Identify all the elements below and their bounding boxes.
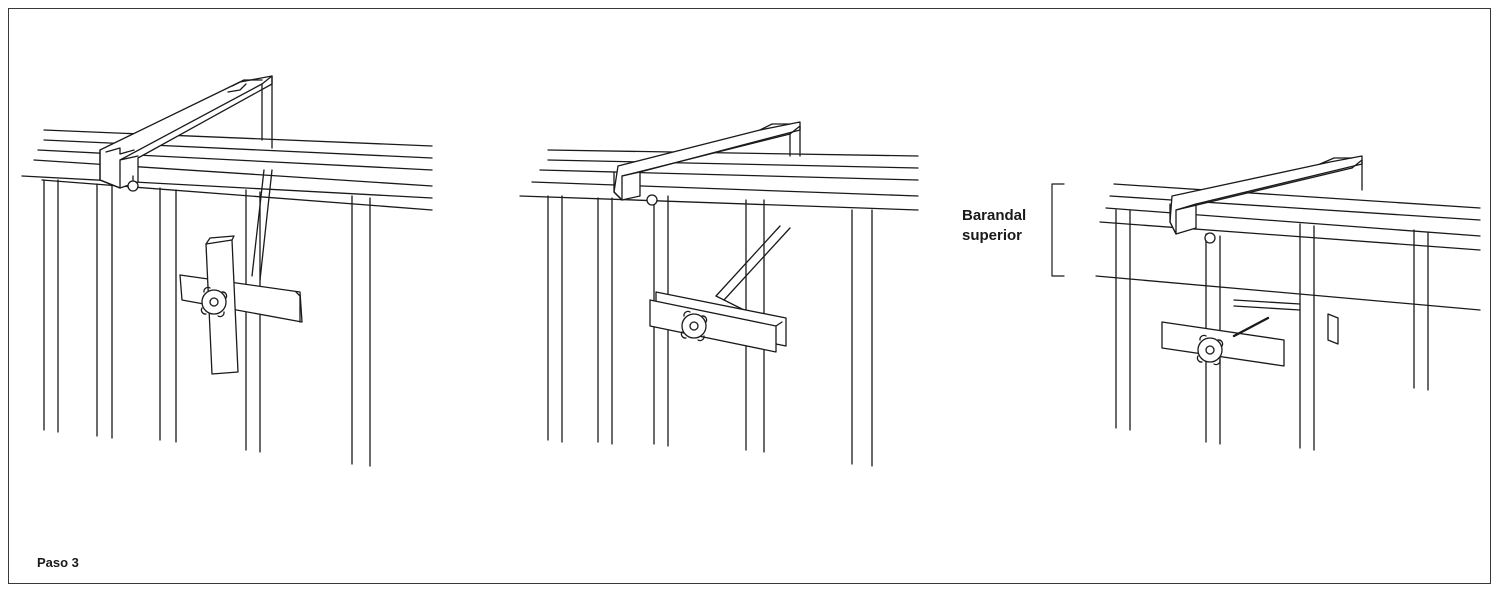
panel-2-top-rail bbox=[519, 149, 919, 211]
step-label: Paso 3 bbox=[37, 555, 79, 570]
panel-1-clamp bbox=[179, 235, 303, 375]
panel-1-balusters bbox=[43, 179, 371, 467]
panel-3-clamp bbox=[1161, 299, 1339, 367]
panel-3-bracket-arm bbox=[1169, 155, 1363, 244]
panel-2-bracket-arm bbox=[613, 121, 801, 311]
callout-line-2: superior bbox=[962, 227, 1023, 244]
panel-1-bracket-arm bbox=[99, 75, 273, 281]
panel-2-clamp bbox=[649, 291, 787, 353]
callout-line-1: Barandal bbox=[962, 207, 1027, 224]
panel-3-bracket-secured bbox=[1051, 155, 1481, 451]
callout-label-top-rail: Barandal superior bbox=[962, 206, 1026, 246]
panel-2-bracket-mounted bbox=[519, 121, 919, 467]
panel-3-top-rail bbox=[1095, 183, 1481, 311]
panel-1-bracket-loose bbox=[21, 75, 433, 467]
callout-bracket bbox=[1051, 183, 1065, 277]
